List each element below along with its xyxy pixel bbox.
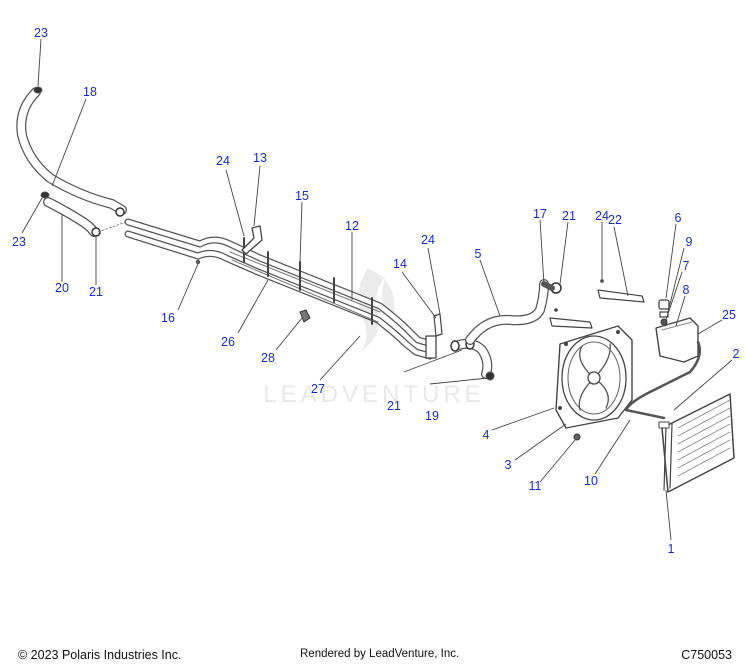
callout-28: 28 (261, 351, 275, 365)
callout-6: 6 (675, 211, 682, 225)
fastener-16 (195, 259, 201, 265)
clamp-23-lower (40, 191, 50, 199)
bracket-13 (241, 225, 263, 255)
callout-10: 10 (584, 474, 598, 488)
leader-lines (21, 38, 733, 541)
callout-26: 26 (221, 335, 235, 349)
rendered-by-text: Rendered by LeadVenture, Inc. (300, 648, 460, 660)
callout-17: 17 (533, 207, 547, 221)
callout-19: 19 (425, 409, 439, 423)
callout-15: 15 (295, 189, 309, 203)
callout-21-left: 21 (89, 285, 103, 299)
callout-24-left: 24 (216, 154, 230, 168)
callout-12: 12 (345, 219, 359, 233)
callout-24-mid: 24 (421, 233, 435, 247)
nut-11 (573, 433, 581, 441)
callout-11: 11 (529, 479, 542, 493)
clamp-21-mid-a (450, 340, 460, 352)
leadventure-watermark: LEADVENTURE (263, 268, 484, 408)
clamp-23-top (33, 86, 43, 94)
callout-21-top-right: 21 (562, 209, 576, 223)
callout-16: 16 (161, 311, 175, 325)
bracket-22-lower (549, 317, 593, 329)
clamp-19-end (485, 371, 495, 381)
callout-4: 4 (483, 428, 490, 442)
copyright-text: © 2023 Polaris Industries Inc. (18, 648, 182, 662)
watermark-text: LEADVENTURE (263, 381, 484, 408)
bracket-14 (433, 313, 443, 337)
callout-labels: 23 18 23 20 21 24 13 15 12 16 26 28 27 1… (12, 26, 739, 556)
callout-21-bottom: 21 (387, 399, 401, 413)
callout-25: 25 (722, 308, 736, 322)
hose-20 (43, 197, 99, 237)
diagram-id: C750053 (681, 648, 732, 662)
callout-22: 22 (608, 213, 622, 227)
callout-23-lower: 23 (12, 235, 26, 249)
callout-14: 14 (393, 257, 407, 271)
clip-28 (299, 309, 311, 323)
callout-3: 3 (505, 458, 512, 472)
fan-assembly (555, 325, 633, 429)
hose-5 (465, 279, 549, 345)
callout-5: 5 (475, 247, 482, 261)
callout-18: 18 (83, 85, 97, 99)
reservoir-cap-6 (658, 299, 670, 310)
callout-2: 2 (733, 347, 740, 361)
callout-8: 8 (683, 283, 690, 297)
callout-1: 1 (668, 542, 675, 556)
hose-18 (16, 87, 127, 215)
callout-9: 9 (686, 235, 693, 249)
callout-23-top: 23 (34, 26, 48, 40)
reservoir-grommet-7 (660, 318, 668, 326)
callout-27: 27 (311, 382, 325, 396)
callout-13: 13 (253, 151, 267, 165)
bracket-22-upper (597, 289, 645, 303)
overflow-hose-10 (624, 340, 701, 420)
callout-20: 20 (55, 281, 69, 295)
radiator (658, 393, 735, 493)
clamp-21-upper (115, 207, 125, 217)
callout-7: 7 (683, 259, 690, 273)
hose-19 (451, 338, 493, 379)
callout-24-right: 24 (595, 209, 609, 223)
